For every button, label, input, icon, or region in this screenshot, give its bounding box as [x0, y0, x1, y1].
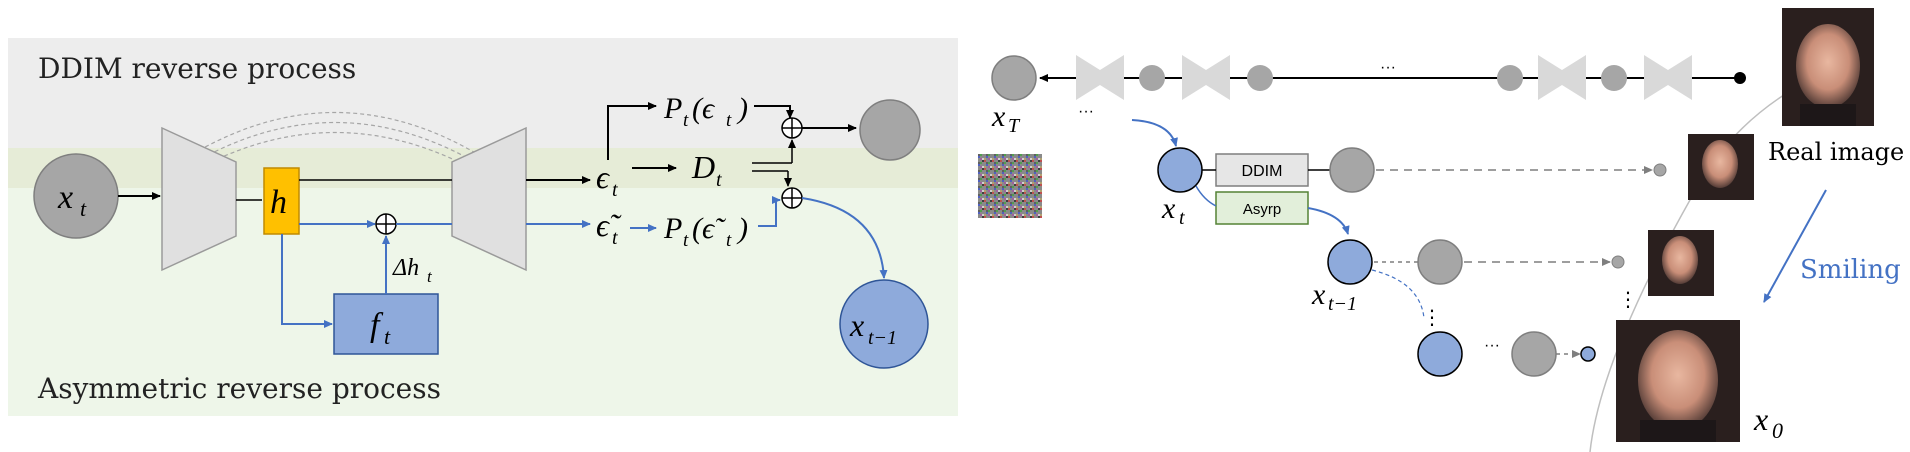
unet-icon-2	[1182, 55, 1230, 100]
node-xt1-sub: t−1	[868, 327, 897, 349]
asymmetric-process-label: Asymmetric reverse process	[37, 372, 441, 405]
node-xt-label: x	[57, 179, 73, 216]
ddim-next-node	[1329, 147, 1375, 193]
xT-sub: T	[1008, 115, 1021, 137]
node-xt1-right	[1327, 239, 1373, 285]
ddim-box-label: DDIM	[1242, 163, 1283, 180]
delta-h-label: Δh	[392, 255, 419, 281]
unet-icon-3	[1538, 55, 1586, 100]
asyrp-box-label: Asyrp	[1243, 201, 1281, 218]
chain-dot-1	[1139, 65, 1165, 91]
pt-eps-args-sub: t	[726, 110, 732, 131]
dt-label: D	[691, 149, 715, 185]
pt-eps-label: P	[663, 92, 682, 125]
arrow-pt-plus1	[754, 105, 794, 119]
skip-arc-2	[189, 121, 481, 166]
pt-eps-tilde-close: )	[736, 212, 748, 245]
thumb-step2	[1648, 230, 1714, 296]
pt-eps-close: )	[736, 92, 748, 125]
x0-end-point	[1580, 346, 1596, 362]
h-label: h	[270, 184, 287, 221]
dashed-blue-curve	[1371, 269, 1425, 319]
arrow-to-xt	[1131, 119, 1178, 147]
chain-dot-4	[1601, 65, 1627, 91]
node-xt1-label: x	[849, 307, 864, 343]
skip-arc-3	[204, 132, 466, 166]
arrow-pt-tilde-plus2	[758, 196, 781, 227]
xt1-right-label: x	[1311, 278, 1326, 311]
x0-image	[1616, 320, 1740, 442]
unet-icon-1	[1076, 55, 1124, 100]
dt-sub: t	[716, 169, 722, 191]
pt-eps-tilde-label: P	[663, 212, 682, 245]
xt-right-sub: t	[1179, 207, 1185, 229]
pt-eps-tilde-sub: t	[683, 230, 689, 251]
xt1-right-sub: t−1	[1328, 293, 1357, 315]
xt-right-label: x	[1161, 192, 1176, 225]
ddim-output-node	[859, 99, 921, 161]
h-box	[263, 167, 300, 235]
real-image-point	[1734, 72, 1746, 84]
dots-left: ···	[1078, 103, 1094, 120]
eps-sub: t	[612, 179, 618, 201]
node-bottom-blue	[1417, 331, 1463, 377]
skip-arc-1	[174, 111, 496, 166]
right-panel: x T ··· ··· x t DDIM Asyrp x t−	[978, 8, 1904, 452]
pt-eps-tilde-args-sub: t	[726, 230, 732, 251]
ft-sub: t	[384, 324, 391, 349]
step-node-2	[1417, 239, 1463, 285]
ddim-box	[1215, 153, 1309, 187]
unet-decoder	[451, 126, 527, 272]
node-xt1	[839, 279, 929, 369]
step2-end-point	[1611, 255, 1625, 269]
arrow-plus2-xt1	[801, 197, 888, 279]
ddim-end-point	[1653, 163, 1667, 177]
pt-eps-args: (ϵ	[692, 92, 716, 125]
thumb-ddim	[1688, 134, 1754, 200]
unet-encoder	[161, 126, 237, 272]
ddim-process-label: DDIM reverse process	[38, 52, 356, 85]
noise-image	[978, 154, 1042, 218]
delta-h-sub: t	[427, 267, 433, 286]
xT-label: x	[991, 100, 1006, 133]
chain-dots: ···	[1380, 59, 1396, 76]
x0-sub: 0	[1772, 418, 1783, 443]
vdots-right: ⋮	[1618, 289, 1638, 311]
smiling-label: Smiling	[1800, 255, 1901, 285]
node-xt-sub: t	[80, 196, 87, 221]
node-xt	[33, 153, 119, 239]
arrow-h-ft	[281, 234, 333, 328]
arrow-asyrp-xt1	[1307, 207, 1350, 235]
arrow-eps-pt	[607, 102, 657, 160]
x0-label: x	[1753, 401, 1768, 437]
node-xt-right	[1157, 147, 1203, 193]
real-image-label: Real image	[1768, 138, 1904, 166]
pt-eps-sub: t	[683, 110, 689, 131]
eps-tilde-sub: t	[612, 227, 618, 249]
dots-bottom: ···	[1484, 337, 1500, 354]
chain-dot-3	[1497, 65, 1523, 91]
node-xT	[991, 55, 1037, 101]
line-xt-asyrp	[1195, 185, 1217, 207]
left-panel: DDIM reverse process Asymmetric reverse …	[8, 38, 958, 416]
unet-icon-4	[1644, 55, 1692, 100]
real-image	[1782, 8, 1874, 126]
eps-label: ϵ	[596, 159, 610, 195]
node-bottom-gray	[1511, 331, 1557, 377]
chain-dot-2	[1247, 65, 1273, 91]
vdots-mid: ⋮	[1422, 307, 1442, 329]
arrow-smiling	[1763, 189, 1827, 303]
